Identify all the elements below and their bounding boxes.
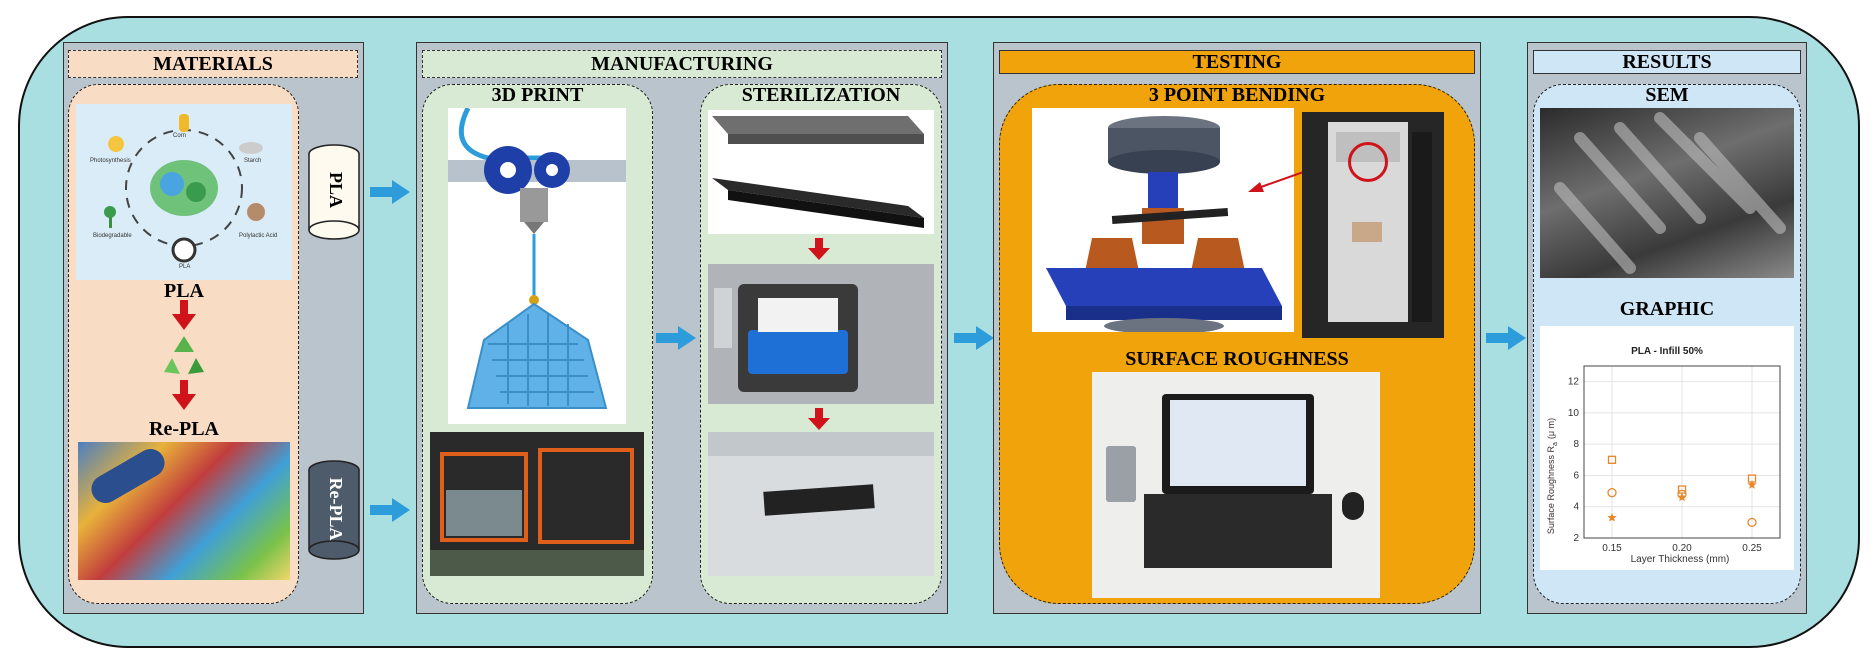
y-axis-label-sub: a xyxy=(1552,442,1559,446)
specimen-bars-graphic xyxy=(712,116,924,228)
cycle-label-starch: Starch xyxy=(244,158,262,164)
y-tick-label: 2 xyxy=(1573,533,1579,544)
bending-title: 3 POINT BENDING xyxy=(1148,84,1326,106)
printer-frame-1 xyxy=(440,452,528,542)
blue-arrow-4 xyxy=(954,326,994,350)
results-header: RESULTS xyxy=(1533,50,1801,74)
blue-arrow-3 xyxy=(656,326,696,350)
specimen-bars-illustration xyxy=(708,110,934,234)
x-tick-label: 0.20 xyxy=(1672,543,1692,554)
highlight-circle xyxy=(1348,142,1388,182)
materials-header: MATERIALS xyxy=(68,50,358,78)
cycle-label-corn: Corn xyxy=(173,133,187,139)
surface-roughness-photo xyxy=(1092,372,1380,598)
y-axis-label-main: Surface Roughness R xyxy=(1546,446,1556,535)
pla-lifecycle-illustration: Corn Starch Polylactic Acid PLA Biodegra… xyxy=(76,104,292,280)
repla-label: Re-PLA xyxy=(149,418,219,440)
testing-header: TESTING xyxy=(999,50,1475,74)
blue-arrow-2 xyxy=(370,498,410,522)
y-tick-label: 12 xyxy=(1568,377,1580,388)
pla-spool-label: PLA xyxy=(326,172,346,208)
pellet-tube xyxy=(86,443,170,509)
laptop-keyboard xyxy=(1144,494,1332,568)
y-axis-label-unit: (μ m) xyxy=(1546,418,1556,439)
chart-marks xyxy=(1607,455,1757,528)
roughness-tester xyxy=(1106,446,1136,502)
laptop-display xyxy=(1170,400,1306,486)
chart-svg: PLA - Infill 50% 2 4 6 8 10 12 0.15 0.20 0.25 La… xyxy=(1546,346,1781,565)
roughness-title: SURFACE ROUGHNESS xyxy=(1125,348,1349,370)
lifecycle-graphic xyxy=(104,114,265,263)
red-arrow-down-4 xyxy=(808,408,830,430)
autoclave-tray xyxy=(748,330,848,374)
repla-spool-label: Re-PLA xyxy=(326,477,346,541)
circle-marker xyxy=(1607,488,1617,498)
graphic-title: GRAPHIC xyxy=(1619,298,1715,320)
chart-grid xyxy=(1584,366,1780,539)
repla-spool xyxy=(308,460,360,560)
machine-column xyxy=(1412,132,1432,322)
3d-printers-photo xyxy=(430,432,644,576)
extruder-graphic xyxy=(448,106,626,409)
sterilization-title: STERILIZATION xyxy=(741,84,901,106)
roughness-chart: PLA - Infill 50% 2 4 6 8 10 12 0.15 0.20 0.25 La… xyxy=(1540,326,1794,570)
y-tick-label: 6 xyxy=(1573,470,1579,481)
star-marker xyxy=(1607,512,1617,522)
y-axis-label: Surface Roughness Ra (μ m) xyxy=(1546,418,1559,534)
cycle-label-pla: PLA xyxy=(179,264,191,270)
blue-arrow-1 xyxy=(370,180,410,204)
red-arrow-down-3 xyxy=(808,238,830,260)
square-marker xyxy=(1607,455,1617,464)
x-tick-label: 0.15 xyxy=(1602,543,1622,554)
red-arrow-down-2 xyxy=(172,380,196,410)
cycle-label-polylactic: Polylactic Acid xyxy=(239,233,278,239)
autoclave-pouch xyxy=(758,298,838,332)
recycle-icon xyxy=(164,336,204,374)
sem-fibers xyxy=(1554,112,1786,274)
y-tick-label: 10 xyxy=(1568,408,1580,419)
manufacturing-header: MANUFACTURING xyxy=(422,50,942,78)
blue-arrow-5 xyxy=(1486,326,1526,350)
three-point-bending-illustration xyxy=(1032,108,1294,334)
cycle-label-biodegradable: Biodegradable xyxy=(93,233,132,239)
chart-title: PLA - Infill 50% xyxy=(1631,346,1703,357)
red-arrow-down-1 xyxy=(172,300,196,330)
print-title: 3D PRINT xyxy=(491,84,584,106)
sterilized-specimen xyxy=(763,484,875,516)
y-tick-label: 8 xyxy=(1573,439,1579,450)
cycle-label-photosynthesis: Photosynthesis xyxy=(90,158,131,164)
pla-spool xyxy=(308,144,360,240)
sem-image xyxy=(1540,108,1794,278)
circle-marker xyxy=(1747,517,1757,528)
star-marker xyxy=(1747,480,1757,489)
sterilized-pouch-photo xyxy=(708,432,934,576)
printer-frame-2 xyxy=(538,448,634,544)
chart-axes: 2 4 6 8 10 12 0.15 0.20 0.25 xyxy=(1568,365,1781,554)
printer-extruder-illustration xyxy=(448,106,626,424)
lower-grip xyxy=(1352,222,1382,242)
autoclave-photo xyxy=(708,264,934,404)
plot-frame xyxy=(1583,365,1781,539)
laptop-screen xyxy=(446,490,522,536)
bending-graphic xyxy=(1046,116,1282,334)
sem-title: SEM xyxy=(1645,84,1689,106)
recycled-pellets-photo xyxy=(78,442,290,580)
x-tick-label: 0.25 xyxy=(1742,543,1762,554)
pla-label: PLA xyxy=(164,280,204,302)
star-marker xyxy=(1677,492,1687,502)
autoclave-panel xyxy=(714,288,732,348)
y-tick-label: 4 xyxy=(1573,502,1579,513)
bench xyxy=(430,550,644,576)
x-axis-label: Layer Thickness (mm) xyxy=(1631,554,1730,565)
pouch-seal xyxy=(708,432,934,456)
computer-mouse xyxy=(1342,492,1364,520)
testing-machine-photo xyxy=(1302,112,1444,338)
